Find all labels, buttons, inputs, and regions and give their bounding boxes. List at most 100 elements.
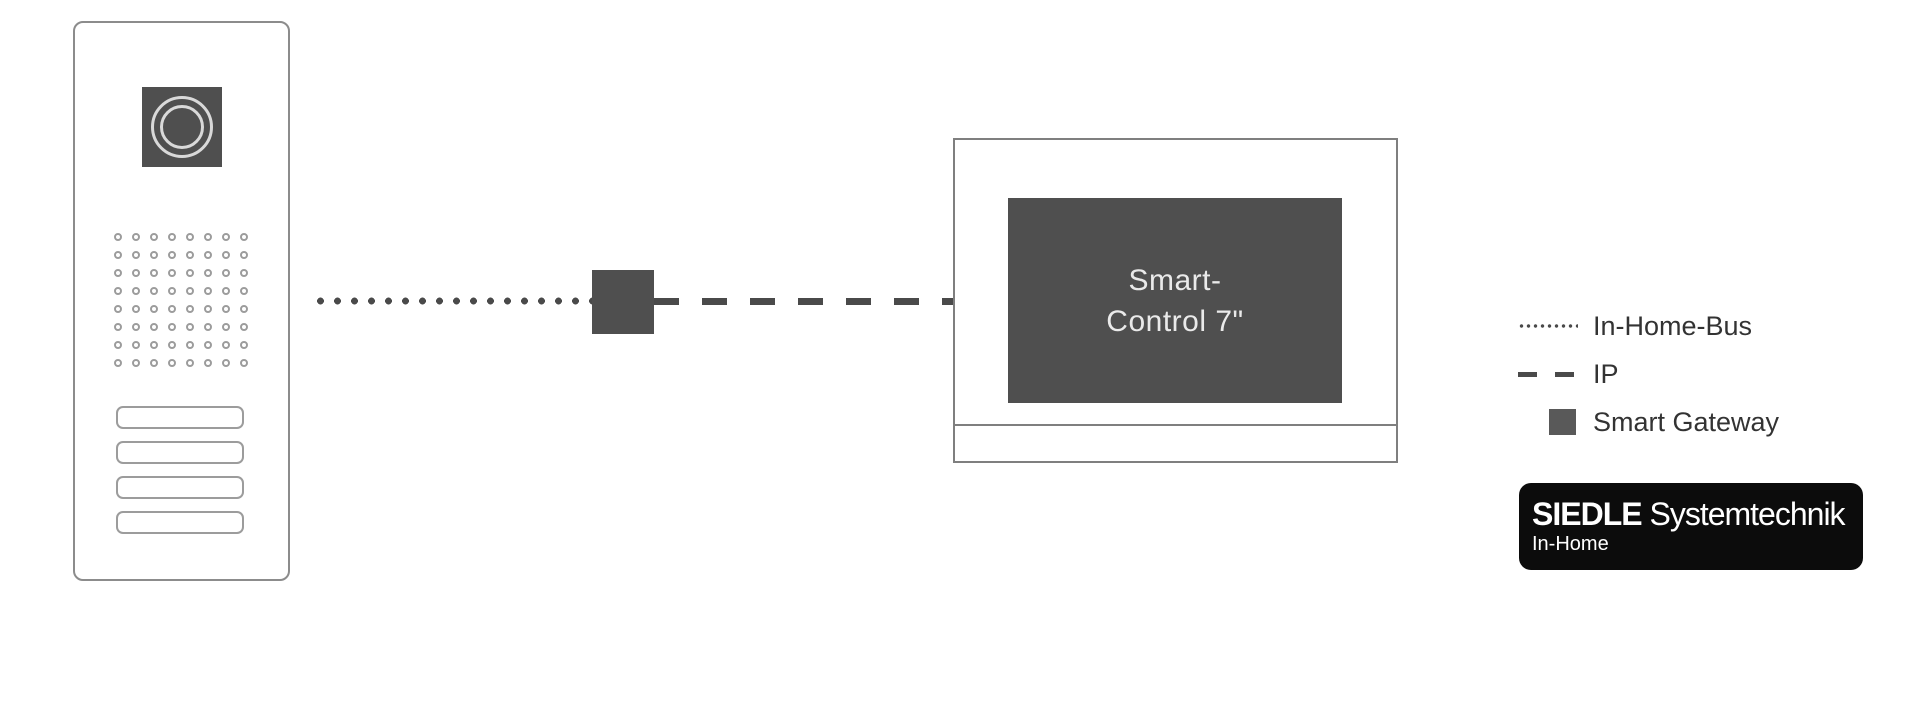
call-buttons <box>116 406 244 534</box>
speaker-hole <box>150 323 158 331</box>
speaker-hole <box>168 233 176 241</box>
speaker-hole <box>168 251 176 259</box>
legend-item-ip: IP <box>1518 358 1779 389</box>
speaker-hole <box>222 323 230 331</box>
speaker-hole <box>204 323 212 331</box>
dashed-line-swatch <box>1518 371 1578 377</box>
speaker-hole <box>222 233 230 241</box>
dashed-line-icon <box>1518 371 1575 377</box>
speaker-hole <box>240 305 248 313</box>
camera-lens-inner-ring <box>160 105 204 149</box>
speaker-hole <box>132 251 140 259</box>
speaker-hole <box>114 305 122 313</box>
camera-lens-outer-ring <box>151 96 213 158</box>
speaker-hole <box>240 341 248 349</box>
speaker-hole <box>168 359 176 367</box>
legend-label: Smart Gateway <box>1593 406 1780 437</box>
logo-subline-text: In-Home <box>1532 533 1609 555</box>
speaker-hole <box>114 323 122 331</box>
camera-module <box>142 87 222 167</box>
speaker-hole <box>240 233 248 241</box>
dotted-line-icon <box>1518 324 1578 328</box>
call-button <box>116 511 244 534</box>
logo-brand-text: SIEDLE <box>1532 496 1643 532</box>
dotted-line-swatch <box>1518 324 1578 328</box>
speaker-hole <box>222 359 230 367</box>
speaker-hole <box>150 287 158 295</box>
speaker-hole <box>204 305 212 313</box>
call-button <box>116 441 244 464</box>
speaker-hole <box>114 251 122 259</box>
speaker-hole <box>168 269 176 277</box>
speaker-hole <box>186 287 194 295</box>
speaker-hole <box>222 305 230 313</box>
call-button <box>116 406 244 429</box>
smart-control-screen: Smart- Control 7" <box>1008 198 1342 403</box>
speaker-hole <box>150 251 158 259</box>
speaker-hole <box>114 233 122 241</box>
smart-control-label-line1: Smart- <box>1128 263 1222 297</box>
smart-control-device: Smart- Control 7" <box>953 138 1398 463</box>
siedle-logo: SIEDLE Systemtechnik In-Home <box>1519 483 1863 570</box>
speaker-hole <box>132 359 140 367</box>
speaker-hole <box>222 251 230 259</box>
logo-title: SIEDLE Systemtechnik <box>1532 496 1850 532</box>
speaker-hole <box>204 341 212 349</box>
speaker-hole <box>114 341 122 349</box>
speaker-hole <box>240 359 248 367</box>
speaker-hole <box>150 305 158 313</box>
speaker-hole <box>168 341 176 349</box>
speaker-hole <box>132 341 140 349</box>
legend-label: IP <box>1593 358 1619 389</box>
smart-gateway-node <box>592 270 654 334</box>
speaker-hole <box>168 305 176 313</box>
speaker-grille <box>114 233 248 367</box>
speaker-hole <box>114 359 122 367</box>
speaker-hole <box>240 323 248 331</box>
speaker-hole <box>186 341 194 349</box>
speaker-hole <box>204 287 212 295</box>
ip-line <box>654 298 953 305</box>
speaker-hole <box>222 287 230 295</box>
speaker-hole <box>114 269 122 277</box>
speaker-hole <box>150 359 158 367</box>
speaker-hole <box>204 269 212 277</box>
speaker-hole <box>114 287 122 295</box>
speaker-hole <box>186 323 194 331</box>
square-swatch <box>1518 409 1578 435</box>
speaker-hole <box>132 269 140 277</box>
door-station-device <box>73 21 290 581</box>
speaker-hole <box>186 233 194 241</box>
filled-square-icon <box>1549 409 1576 435</box>
legend-label: In-Home-Bus <box>1593 310 1753 341</box>
speaker-hole <box>168 323 176 331</box>
speaker-hole <box>222 269 230 277</box>
speaker-hole <box>204 251 212 259</box>
speaker-hole <box>150 269 158 277</box>
speaker-hole <box>132 233 140 241</box>
speaker-hole <box>240 287 248 295</box>
smart-control-label-line2: Control 7" <box>1106 304 1244 338</box>
speaker-hole <box>132 287 140 295</box>
speaker-hole <box>132 323 140 331</box>
speaker-hole <box>222 341 230 349</box>
call-button <box>116 476 244 499</box>
speaker-hole <box>150 341 158 349</box>
legend-item-in-home-bus: In-Home-Bus <box>1518 310 1779 341</box>
speaker-hole <box>186 305 194 313</box>
smart-control-footer-strip <box>955 424 1396 461</box>
speaker-hole <box>186 251 194 259</box>
legend: In-Home-Bus IP Smart Gateway <box>1518 310 1780 437</box>
speaker-hole <box>168 287 176 295</box>
speaker-hole <box>240 251 248 259</box>
speaker-hole <box>132 305 140 313</box>
speaker-hole <box>150 233 158 241</box>
speaker-hole <box>186 359 194 367</box>
in-home-bus-line <box>312 297 592 305</box>
speaker-hole <box>186 269 194 277</box>
speaker-hole <box>240 269 248 277</box>
speaker-hole <box>204 233 212 241</box>
speaker-hole <box>204 359 212 367</box>
logo-suffix-text: Systemtechnik <box>1649 496 1845 532</box>
